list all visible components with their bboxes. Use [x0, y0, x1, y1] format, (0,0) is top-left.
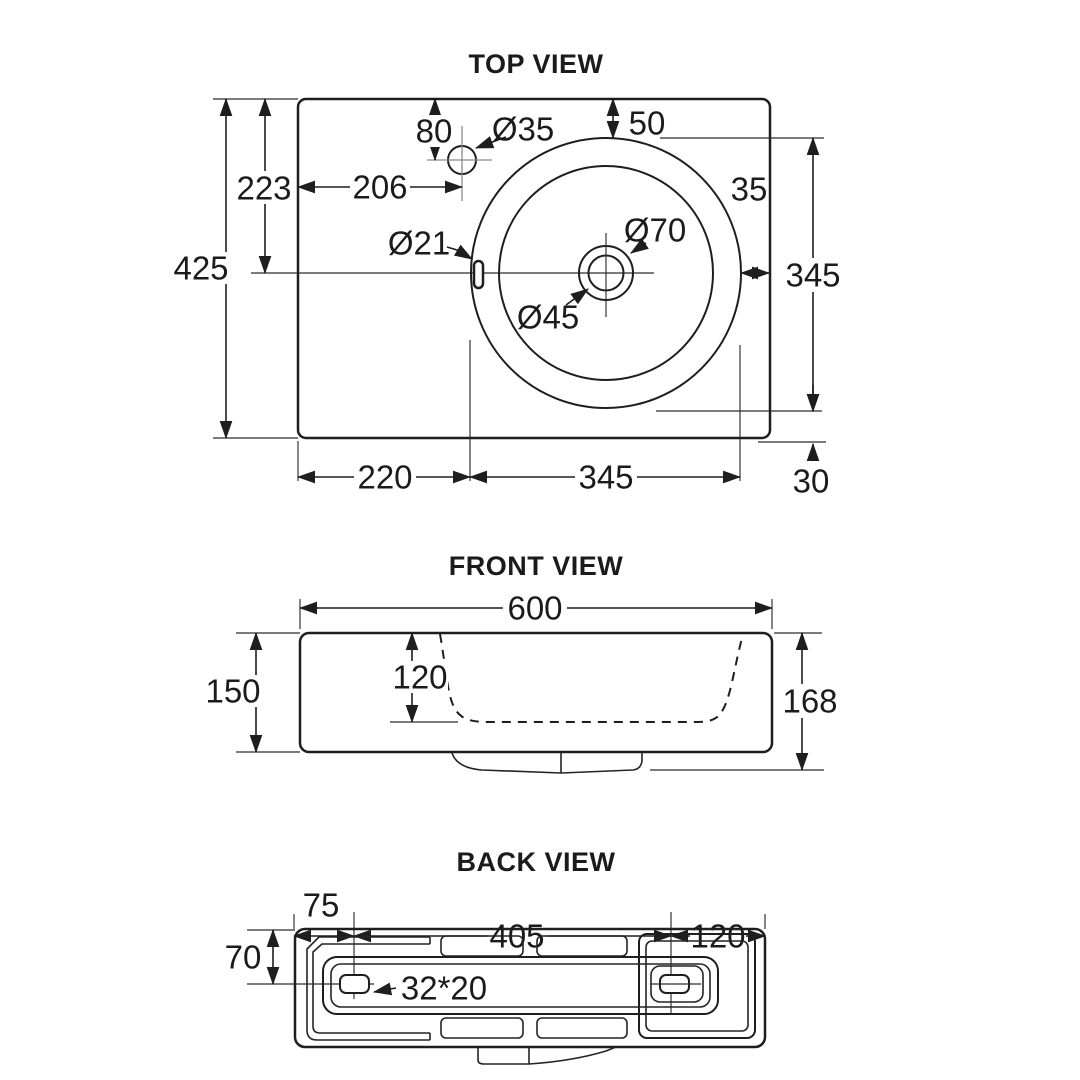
dim-rim-from-top: 50 [606, 97, 666, 142]
dim-label-35: 35 [731, 171, 768, 208]
mounting-slots [339, 965, 704, 1003]
top-view: TOP VIEW 80 [172, 49, 843, 500]
dim-label-dia70: Ø70 [624, 212, 686, 249]
panel-outer [638, 933, 756, 1039]
leader-line [446, 244, 473, 260]
drain-lip-left [451, 752, 562, 774]
label-backing [233, 171, 295, 204]
leader-line [474, 136, 507, 149]
dim-tap-hole-diameter: Ø35 [474, 111, 554, 149]
dim-right-gap: 35 [731, 171, 771, 280]
dim-overflow-diameter: Ø21 [388, 225, 473, 262]
dim-top-to-slot-center: 70 [225, 928, 280, 986]
label-backing [575, 461, 637, 494]
dim-overall-depth: 425 [172, 97, 233, 440]
dim-center-from-top: 223 [233, 97, 295, 275]
recess-outer-line [306, 936, 430, 1041]
dim-label-120-back: 120 [690, 918, 745, 955]
dim-label-30: 30 [793, 463, 830, 500]
back-view-title: BACK VIEW [457, 847, 616, 877]
dim-label-425: 425 [173, 250, 228, 287]
dim-overall-width: 600 [298, 590, 774, 629]
rib-top-2 [536, 935, 628, 957]
top-view-title: TOP VIEW [468, 49, 603, 79]
label-backing [392, 661, 448, 693]
label-backing [207, 675, 261, 707]
recess-inner-line [312, 943, 430, 1034]
basin-front-outline [298, 631, 774, 754]
panel-inner [645, 940, 749, 1032]
dim-drain-hole-diameter: Ø45 [517, 288, 589, 336]
back-drain-outline [477, 1046, 617, 1065]
dim-label-70: 70 [225, 939, 262, 976]
dim-label-80: 80 [416, 113, 453, 150]
dim-drain-ring-diameter: Ø70 [624, 212, 686, 254]
dim-left-height: 150 [205, 631, 300, 754]
dim-bowl-extent-horizontal: 345 [468, 459, 742, 496]
front-view-title: FRONT VIEW [449, 551, 624, 581]
label-backing [780, 684, 840, 718]
dim-tap-from-left: 206 [296, 169, 464, 206]
dim-label-120-front: 120 [392, 659, 447, 696]
drain-right [528, 1046, 617, 1065]
dim-label-345-vertical: 345 [785, 257, 840, 294]
rib-bottom-2 [536, 1017, 628, 1039]
label-backing [503, 592, 567, 625]
drain-left [477, 1047, 530, 1065]
back-mounting-band [322, 956, 719, 1015]
dim-slot-size: 32*20 [372, 970, 487, 1007]
dim-bowl-extent-vertical: 345 [783, 136, 843, 413]
bowl-hidden-profile [439, 633, 744, 723]
label-backing [354, 461, 416, 494]
label-backing [350, 170, 410, 203]
dim-label-150: 150 [205, 673, 260, 710]
basin-back-outline [293, 927, 767, 1049]
dim-label-223: 223 [236, 170, 291, 207]
top-view-extension-lines [213, 98, 826, 481]
dim-label-dia21: Ø21 [388, 225, 450, 262]
dim-label-345-horizontal: 345 [578, 459, 633, 496]
dim-right-height: 168 [650, 631, 840, 772]
leader-line [565, 288, 589, 306]
dim-edge-to-slot: 75 [292, 887, 356, 943]
label-backing [415, 115, 453, 147]
dim-tap-from-top: 80 [415, 97, 453, 162]
dim-left-to-bowl: 220 [296, 459, 472, 496]
bowl-inner-circle [498, 165, 714, 381]
back-left-recess [306, 936, 431, 1041]
dim-label-slot-size: 32*20 [401, 970, 487, 1007]
overflow-slot [472, 259, 485, 290]
label-backing [783, 258, 843, 292]
dim-slot-to-edge: 120 [669, 918, 767, 955]
mounting-slot-left [339, 974, 370, 994]
drain-lip-right [560, 753, 643, 774]
dim-label-50: 50 [629, 105, 666, 142]
dim-label-dia45: Ø45 [517, 299, 579, 336]
dim-label-600: 600 [507, 590, 562, 627]
rib-bottom-1 [440, 1017, 524, 1039]
band-outer [322, 956, 719, 1015]
dim-label-75: 75 [303, 887, 340, 924]
band-inner [330, 963, 711, 1008]
leader-line [372, 982, 397, 996]
leader-line [630, 238, 649, 254]
dim-label-206: 206 [352, 169, 407, 206]
label-backing [690, 919, 746, 952]
front-drain-outline [451, 752, 643, 774]
back-view: BACK VIEW 75 405 120 [225, 847, 767, 1065]
back-right-panel [638, 933, 756, 1039]
dim-label-dia35: Ø35 [492, 111, 554, 148]
dim-label-168: 168 [782, 683, 837, 720]
front-view: FRONT VIEW 600 120 150 [205, 551, 840, 774]
dim-basin-inner-depth: 120 [390, 631, 458, 724]
dim-label-220: 220 [357, 459, 412, 496]
label-backing [172, 252, 230, 284]
dim-bowl-to-edge: 30 [793, 385, 830, 500]
